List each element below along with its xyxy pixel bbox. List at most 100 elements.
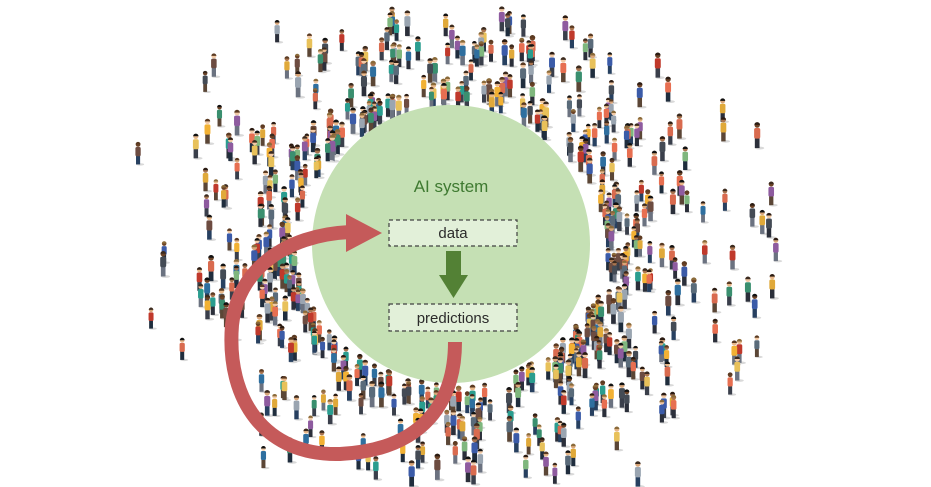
- person-figure: [641, 203, 651, 228]
- person-figure: [557, 357, 568, 384]
- person-figure: [203, 194, 213, 218]
- person-figure: [676, 113, 687, 140]
- person-figure: [220, 263, 230, 290]
- person-figure: [284, 56, 294, 80]
- person-figure: [515, 381, 525, 409]
- person-figure: [637, 235, 646, 258]
- person-figure: [647, 195, 658, 223]
- person-figure: [584, 323, 594, 347]
- person-figure: [577, 145, 588, 174]
- person-figure: [293, 395, 304, 421]
- data-box: data: [388, 219, 518, 247]
- person-figure: [634, 461, 645, 487]
- person-figure: [262, 170, 272, 195]
- person-figure: [509, 44, 518, 68]
- person-figure: [624, 389, 634, 414]
- person-figure: [378, 37, 388, 62]
- person-figure: [333, 393, 342, 417]
- person-figure: [636, 82, 647, 109]
- person-figure: [690, 277, 701, 304]
- person-figure: [260, 124, 269, 147]
- ai-system-title: AI system: [414, 177, 489, 196]
- person-figure: [635, 266, 645, 292]
- person-figure: [623, 125, 633, 150]
- person-figure: [268, 204, 278, 230]
- person-figure: [274, 20, 284, 44]
- person-figure: [575, 406, 585, 430]
- person-figure: [295, 71, 306, 99]
- person-figure: [569, 25, 579, 50]
- person-figure: [267, 267, 277, 293]
- person-figure: [672, 257, 681, 280]
- person-figure: [616, 206, 627, 233]
- data-to-predictions-arrow-icon: [439, 251, 468, 298]
- person-figure: [264, 297, 275, 324]
- person-figure: [601, 394, 611, 419]
- person-figure: [560, 389, 571, 416]
- person-figure: [576, 351, 586, 378]
- person-figure: [415, 445, 425, 470]
- person-figure: [207, 254, 219, 283]
- person-figure: [541, 115, 552, 142]
- person-figure: [665, 289, 676, 317]
- person-figure: [449, 24, 459, 50]
- person-figure: [202, 167, 212, 193]
- person-figure: [445, 421, 455, 447]
- person-figure: [766, 212, 776, 239]
- person-figure: [226, 228, 236, 252]
- person-figure: [773, 237, 783, 263]
- person-figure: [306, 33, 316, 59]
- person-figure: [288, 337, 298, 364]
- person-figure: [213, 179, 222, 202]
- person-figure: [606, 332, 616, 357]
- person-figure: [264, 389, 275, 418]
- person-figure: [674, 278, 685, 307]
- person-figure: [519, 37, 529, 63]
- predictions-box-label: predictions: [417, 310, 490, 327]
- person-figure: [567, 136, 578, 164]
- person-figure: [624, 213, 633, 236]
- person-figure: [404, 10, 415, 38]
- person-figure: [700, 201, 709, 224]
- person-figure: [527, 100, 537, 125]
- person-figure: [570, 443, 580, 468]
- person-figure: [311, 395, 320, 418]
- person-figure: [546, 70, 556, 95]
- person-figure: [395, 94, 406, 122]
- person-figure: [684, 190, 693, 214]
- person-figure: [529, 366, 540, 394]
- person-figure: [272, 301, 282, 327]
- person-figure: [659, 399, 669, 424]
- person-figure: [317, 48, 327, 74]
- person-figure: [768, 181, 778, 207]
- person-figure: [518, 366, 529, 392]
- person-figure: [607, 52, 616, 75]
- person-figure: [358, 393, 367, 416]
- person-figure: [339, 29, 348, 53]
- person-figure: [722, 188, 731, 213]
- person-figure: [670, 394, 681, 420]
- person-figure: [415, 36, 425, 62]
- person-figure: [478, 41, 488, 67]
- person-figure: [477, 448, 487, 474]
- person-figure: [608, 383, 618, 410]
- people-crowd-icon: [135, 6, 783, 487]
- person-figure: [370, 60, 381, 88]
- person-figure: [301, 136, 312, 162]
- person-figure: [179, 337, 189, 362]
- person-figure: [211, 53, 221, 79]
- person-figure: [204, 118, 215, 146]
- person-figure: [251, 140, 262, 166]
- person-figure: [487, 399, 496, 422]
- person-figure: [459, 39, 470, 67]
- person-figure: [204, 294, 215, 321]
- person-figure: [302, 310, 312, 334]
- person-figure: [289, 145, 300, 172]
- person-figure: [474, 44, 483, 68]
- person-figure: [313, 156, 323, 180]
- person-figure: [526, 433, 535, 456]
- person-figure: [401, 383, 411, 406]
- person-figure: [592, 384, 603, 412]
- person-figure: [720, 117, 731, 143]
